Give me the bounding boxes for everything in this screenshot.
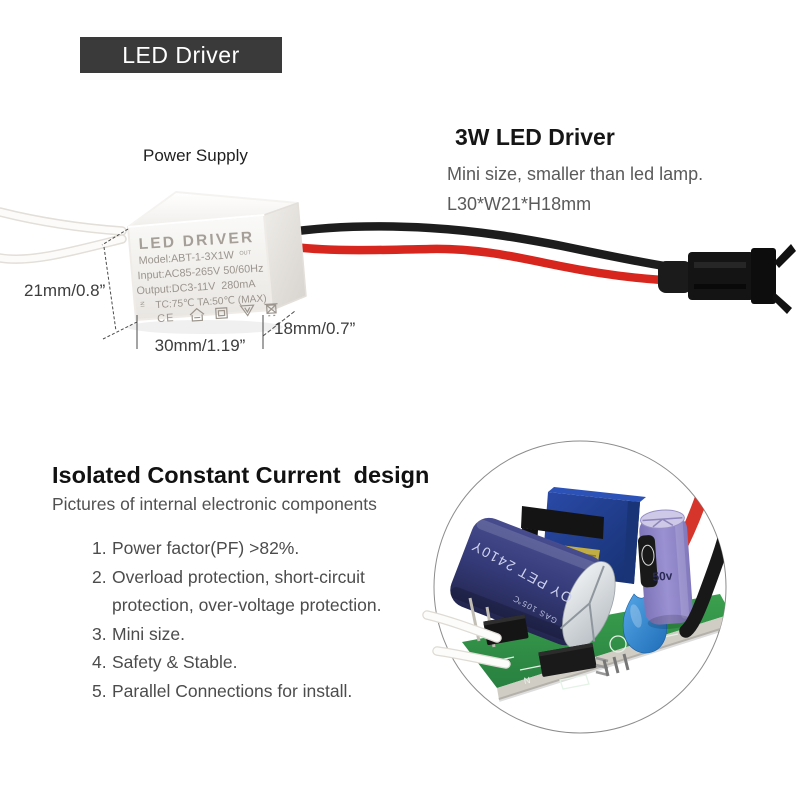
- feature-number: 5.: [92, 680, 107, 701]
- ce-mark-icon: CE: [157, 312, 175, 325]
- pcb-board-mark: N: [523, 675, 531, 686]
- dimension-lines: [101, 228, 296, 349]
- page-title: LED Driver: [122, 42, 240, 68]
- dimension-depth-label: 18mm/0.7”: [274, 319, 356, 338]
- feature-number: 4.: [92, 652, 107, 672]
- connector-latch-top: [774, 244, 796, 268]
- feature-text: Power factor(PF) >82%.: [112, 538, 300, 558]
- product-photo: LED DRIVER Model:ABT-1-3X1W OUT Input:AC…: [0, 191, 796, 355]
- feature-item: 2. Overload protection, short-circuit pr…: [92, 563, 422, 620]
- dimension-height-label: 21mm/0.8”: [24, 281, 106, 300]
- feature-item: 1. Power factor(PF) >82%.: [92, 534, 422, 563]
- connector-body: [688, 252, 754, 300]
- connector-boot: [658, 261, 692, 293]
- dimension-width-label: 30mm/1.19”: [155, 336, 246, 355]
- features-subtitle: Pictures of internal electronic componen…: [52, 494, 377, 514]
- feature-item: 3. Mini size.: [92, 620, 422, 649]
- connector-latch-bottom: [772, 292, 792, 314]
- small-capacitor: 50v: [637, 509, 693, 630]
- selv-triangle-icon: [239, 304, 255, 317]
- features-list: 1. Power factor(PF) >82%. 2. Overload pr…: [92, 534, 422, 705]
- box-out-label: OUT: [239, 250, 252, 257]
- product-heading: 3W LED Driver: [455, 124, 615, 150]
- class-ii-insulation-icon: [215, 307, 228, 320]
- small-capacitor-label: 50v: [652, 569, 673, 584]
- driver-box: LED DRIVER Model:ABT-1-3X1W OUT Input:AC…: [127, 191, 307, 325]
- power-supply-label: Power Supply: [143, 146, 248, 165]
- transformer-clamp: [521, 506, 604, 539]
- feature-text: Safety & Stable.: [112, 652, 238, 672]
- connector-groove: [694, 284, 746, 289]
- cert-icon-row: CE: [157, 303, 278, 325]
- black-output-wire: [278, 222, 669, 271]
- sm-connector: [658, 244, 796, 314]
- feature-number: 2.: [92, 566, 107, 587]
- pcb-black-wire: [679, 487, 726, 638]
- connector-collar: [751, 248, 776, 304]
- feature-text: Overload protection, short-circuit prote…: [112, 566, 382, 616]
- pcb-internal-photo: N: [422, 440, 727, 734]
- ic-chips: [483, 614, 630, 677]
- red-output-wire: [281, 241, 667, 285]
- box-in-label: IN: [140, 301, 146, 307]
- pcb-white-wires: [422, 610, 511, 669]
- white-input-wires: [0, 207, 127, 264]
- box-edge-highlight: [127, 214, 265, 228]
- feature-text: Parallel Connections for install.: [112, 680, 353, 701]
- box-shadow: [127, 320, 283, 334]
- connector-ridge: [694, 262, 746, 268]
- weee-bin-icon: [264, 303, 278, 317]
- feature-number: 1.: [92, 538, 107, 558]
- product-size-line: L30*W21*H18mm: [447, 194, 592, 214]
- electrolytic-capacitor: OY PET 2410Y GAS 105℃: [450, 517, 616, 650]
- indoor-use-icon: [189, 307, 205, 322]
- feature-text: Mini size.: [112, 623, 185, 644]
- pcb-assembly: N: [450, 448, 726, 702]
- features-heading: Isolated Constant Current design: [52, 462, 430, 488]
- box-model-line: Model:ABT-1-3X1W: [138, 249, 235, 267]
- page-title-banner: LED Driver: [80, 37, 282, 73]
- feature-item: 5. Parallel Connections for install.: [92, 677, 422, 706]
- feature-number: 3.: [92, 623, 107, 644]
- product-subline-1: Mini size, smaller than led lamp.: [447, 164, 704, 184]
- feature-item: 4. Safety & Stable.: [92, 648, 422, 677]
